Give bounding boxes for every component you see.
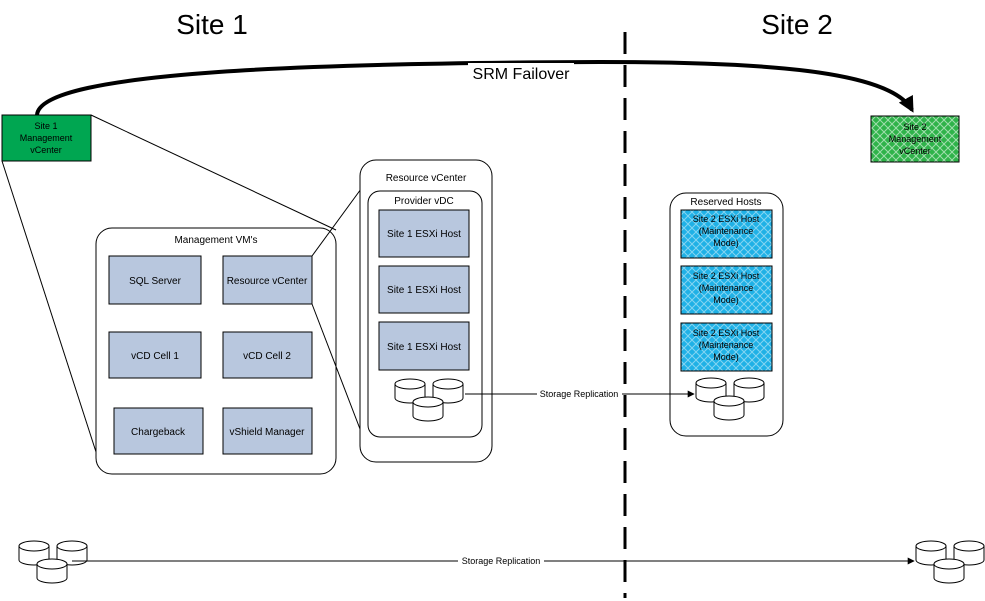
reserved-hosts-container: Reserved Hosts Site 2 ESXi Host (Mainten… (669, 192, 784, 437)
site1-esxi-host-2-label: Site 1 ESXi Host (387, 285, 461, 296)
srm-failover-arrow (35, 59, 914, 116)
zoom-line-bottom (1, 160, 98, 456)
site2-esxi-host-3-line2: (Maintenance (699, 340, 754, 350)
site2-mgmt-label-3: vCenter (899, 146, 931, 156)
site1-esxi-host-3 (378, 321, 470, 371)
site2-esxi-host-2-line3: Mode) (713, 295, 739, 305)
reserved-hosts-title: Reserved Hosts (690, 197, 761, 208)
vm-vcd-cell-2 (222, 331, 313, 379)
vm-resource-vcenter (222, 255, 313, 305)
site2-management-vcenter: Site 2 Management vCenter (870, 115, 960, 163)
site1-title: Site 1 (176, 9, 248, 40)
resource-vcenter-title: Resource vCenter (386, 173, 467, 184)
vm-chargeback (113, 407, 204, 455)
vm-resource-vcenter-label: Resource vCenter (227, 276, 308, 287)
site2-esxi-host-1 (680, 209, 773, 259)
site2-esxi-host-1-line2: (Maintenance (699, 226, 754, 236)
site1-esxi-host-2 (378, 265, 470, 314)
provider-vdc-title: Provider vDC (394, 196, 453, 207)
vm-vcd-cell-2-label: vCD Cell 2 (243, 351, 291, 362)
vm-vshield-manager-label: vShield Manager (229, 427, 305, 438)
storage-replication-label-bottom: Storage Replication (462, 556, 541, 566)
management-vms-title: Management VM's (174, 235, 257, 246)
srm-failover-label: SRM Failover (473, 66, 571, 83)
site2-mgmt-label-2: Management (889, 134, 942, 144)
site1-esxi-host-3-label: Site 1 ESXi Host (387, 342, 461, 353)
vm-vcd-cell-1-label: vCD Cell 1 (131, 351, 179, 362)
site1-esxi-host-1-label: Site 1 ESXi Host (387, 229, 461, 240)
management-vms-container: Management VM's SQL Server Resource vCen… (95, 227, 337, 475)
site2-title: Site 2 (761, 9, 833, 40)
site2-esxi-host-2-line2: (Maintenance (699, 283, 754, 293)
site2-esxi-host-1-line3: Mode) (713, 238, 739, 248)
site1-management-vcenter: Site 1 Management vCenter (1, 114, 92, 162)
bottom-left-storage-icon (19, 541, 87, 583)
site2-esxi-host-2 (680, 265, 773, 315)
site2-esxi-host-3 (680, 322, 773, 372)
vm-sql-server (108, 255, 202, 305)
site1-esxi-host-1 (378, 209, 470, 258)
resource-vcenter-container: Resource vCenter Provider vDC Site 1 ESX… (359, 159, 493, 463)
site2-esxi-host-3-line3: Mode) (713, 352, 739, 362)
vm-vcd-cell-1 (108, 331, 202, 379)
site2-esxi-host-3-line1: Site 2 ESXi Host (693, 328, 760, 338)
site1-mgmt-label-1: Site 1 (34, 121, 57, 131)
zoom-line-top (90, 114, 337, 231)
storage-replication-label-middle: Storage Replication (540, 389, 619, 399)
site2-esxi-host-2-line1: Site 2 ESXi Host (693, 271, 760, 281)
site1-mgmt-label-3: vCenter (30, 145, 62, 155)
site1-mgmt-label-2: Management (20, 133, 73, 143)
bottom-right-storage-icon (916, 541, 984, 583)
site2-mgmt-label-1: Site 2 (903, 122, 926, 132)
vm-vshield-manager (222, 407, 313, 455)
site2-esxi-host-1-line1: Site 2 ESXi Host (693, 214, 760, 224)
vm-chargeback-label: Chargeback (131, 427, 186, 438)
vm-sql-server-label: SQL Server (129, 276, 182, 287)
